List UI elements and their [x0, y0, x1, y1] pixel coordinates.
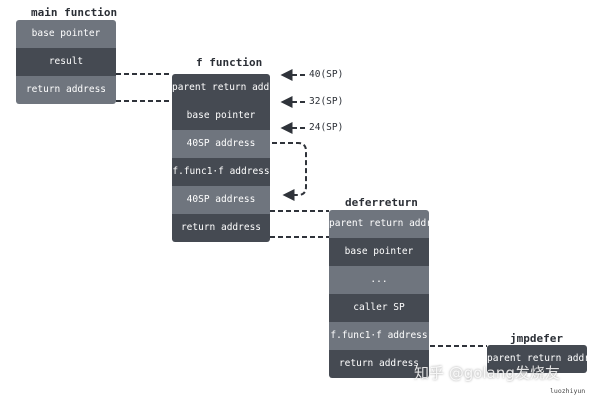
main-base-pointer-cell: base pointer	[16, 20, 116, 48]
f-func1-address-cell: f.func1·f address	[172, 158, 270, 186]
jmpdefer-parent-return-addr-cell: parent return addr	[487, 345, 587, 373]
main-return-address-cell: return address	[16, 76, 116, 104]
deferreturn-parent-return-addr-cell: parent return addr	[329, 210, 429, 238]
f-function-stack: parent return addr base pointer 40SP add…	[172, 74, 270, 242]
f-40sp-address-cell-2: 40SP address	[172, 186, 270, 214]
jmpdefer-stack: parent return addr	[487, 345, 587, 373]
deferreturn-ellipsis-cell: ...	[329, 266, 429, 294]
jmpdefer-title: jmpdefer	[510, 332, 563, 345]
author-credit: luozhiyun	[550, 387, 586, 395]
sp-bracket	[272, 142, 307, 201]
main-function-title: main function	[31, 6, 118, 19]
f-base-pointer-cell: base pointer	[172, 102, 270, 130]
sp-label-32: 32(SP)	[309, 96, 344, 107]
f-40sp-address-cell-1: 40SP address	[172, 130, 270, 158]
sp-label-24: 24(SP)	[309, 122, 344, 133]
deferreturn-stack: parent return addr base pointer ... call…	[329, 210, 429, 378]
f-return-address-cell: return address	[172, 214, 270, 242]
deferreturn-func1-address-cell: f.func1·f address	[329, 322, 429, 350]
deferreturn-base-pointer-cell: base pointer	[329, 238, 429, 266]
sp-label-40: 40(SP)	[309, 69, 344, 80]
zhihu-watermark: 知乎 @golang发烧友	[414, 364, 560, 382]
deferreturn-return-address-cell: return address	[329, 350, 429, 378]
deferreturn-title: deferreturn	[345, 196, 418, 209]
f-function-title: f function	[196, 56, 263, 69]
deferreturn-caller-sp-cell: caller SP	[329, 294, 429, 322]
main-result-cell: result	[16, 48, 116, 76]
main-function-stack: base pointer result return address	[16, 20, 116, 104]
f-parent-return-addr-cell: parent return addr	[172, 74, 270, 102]
